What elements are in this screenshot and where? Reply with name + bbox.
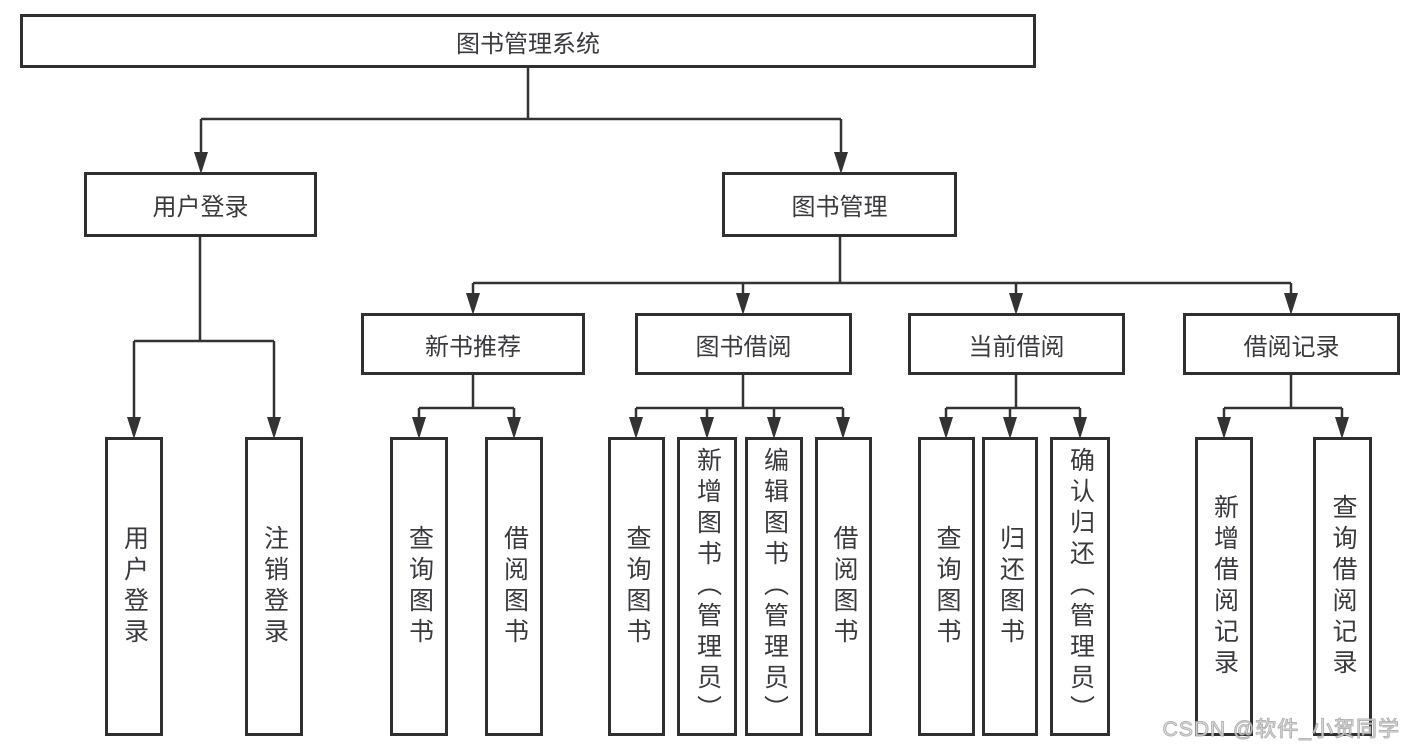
leaf-logout: 注销登录 <box>245 437 303 736</box>
leaf-query-books-2: 查询图书 <box>608 437 665 736</box>
node-book-borrowing: 图书借阅 <box>635 313 852 375</box>
leaf-borrow-books-1: 借阅图书 <box>485 437 543 736</box>
node-new-book-recommend: 新书推荐 <box>361 313 585 375</box>
node-user-login: 用户登录 <box>84 172 317 237</box>
node-current-borrowing: 当前借阅 <box>908 313 1125 375</box>
node-library-management-system: 图书管理系统 <box>20 14 1036 68</box>
leaf-user-login: 用户登录 <box>105 437 163 736</box>
leaf-query-books-3: 查询图书 <box>918 437 975 736</box>
leaf-query-borrow-record: 查询借阅记录 <box>1313 437 1372 736</box>
node-book-management: 图书管理 <box>722 172 957 237</box>
arrowheads <box>127 152 1349 439</box>
leaf-add-books-admin: 新增图书（管理员） <box>677 437 737 736</box>
csdn-watermark: CSDN @软件_小贺同学 <box>1162 718 1400 742</box>
leaf-edit-books-admin: 编辑图书（管理员） <box>745 437 803 736</box>
leaf-query-books-1: 查询图书 <box>390 437 448 736</box>
node-borrowing-records: 借阅记录 <box>1183 313 1400 375</box>
leaf-add-borrow-record: 新增借阅记录 <box>1195 437 1253 736</box>
leaf-borrow-books-2: 借阅图书 <box>815 437 872 736</box>
leaf-return-books: 归还图书 <box>982 437 1038 736</box>
leaf-confirm-return-admin: 确认归还（管理员） <box>1050 437 1110 736</box>
